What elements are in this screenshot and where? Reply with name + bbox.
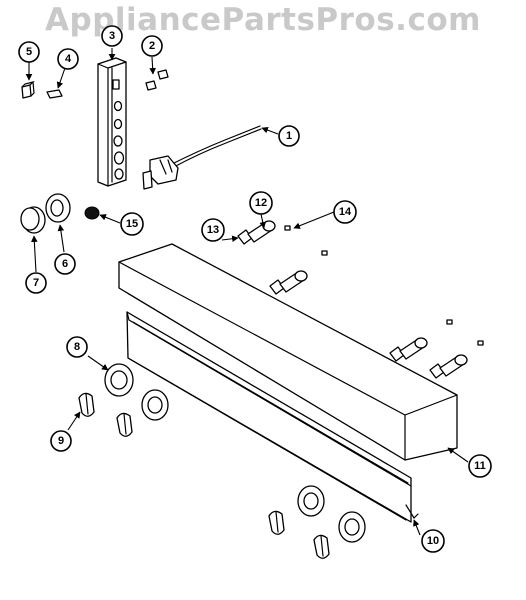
callout-8: 8: [66, 336, 88, 358]
svg-text:14: 14: [339, 206, 352, 218]
part-15-spring: [84, 206, 100, 220]
part-2-switches: [145, 69, 169, 91]
part-3-bracket: [97, 57, 127, 187]
svg-text:15: 15: [126, 218, 138, 230]
svg-text:6: 6: [62, 258, 68, 270]
svg-text:4: 4: [65, 53, 72, 65]
callout-1: 1: [278, 125, 300, 147]
part-9-knobs: [78, 392, 330, 559]
part-1-switch-wire: [142, 125, 262, 190]
svg-text:3: 3: [109, 30, 115, 42]
callout-11: 11: [468, 454, 492, 478]
callout-12: 12: [249, 191, 273, 215]
callout-2: 2: [141, 35, 163, 57]
svg-text:11: 11: [474, 460, 486, 472]
leader-lines: [25, 48, 469, 536]
callout-5: 5: [18, 41, 40, 63]
callout-7: 7: [25, 272, 47, 294]
callout-10: 10: [421, 529, 445, 553]
svg-text:7: 7: [33, 277, 39, 289]
callout-9: 9: [50, 430, 72, 452]
svg-text:10: 10: [427, 535, 439, 547]
callout-4: 4: [57, 48, 79, 70]
part-7-knob-cap: [20, 206, 46, 234]
part-10-control-panel: [126, 311, 419, 523]
burner-valve-holders: [237, 220, 468, 379]
callout-13: 13: [201, 218, 225, 242]
svg-text:12: 12: [255, 197, 267, 209]
svg-text:2: 2: [149, 40, 155, 52]
part-6-bezel: [45, 193, 71, 223]
svg-text:8: 8: [74, 341, 80, 353]
svg-text:9: 9: [58, 435, 64, 447]
callout-15: 15: [120, 212, 144, 236]
part-4-clip: [46, 89, 63, 99]
callout-6: 6: [54, 253, 76, 275]
part-11-manifold-cover: [118, 243, 458, 461]
part-5-block: [21, 80, 35, 99]
svg-text:5: 5: [26, 46, 32, 58]
part-8-bezels: [104, 363, 366, 543]
svg-text:1: 1: [286, 130, 292, 142]
part-14-screws: [284, 225, 484, 346]
callout-3: 3: [101, 25, 123, 47]
callout-14: 14: [333, 200, 357, 224]
svg-text:13: 13: [207, 224, 219, 236]
